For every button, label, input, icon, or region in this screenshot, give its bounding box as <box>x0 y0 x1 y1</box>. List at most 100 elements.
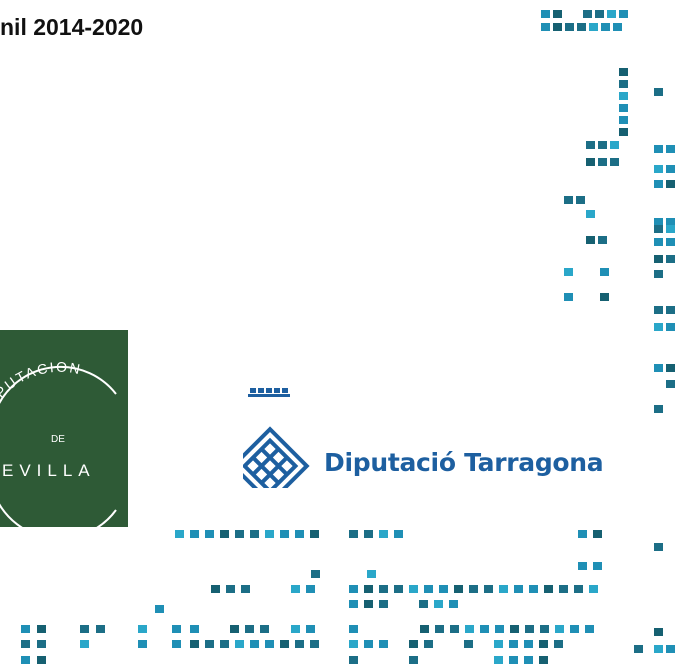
pixel-square <box>574 585 583 593</box>
pixel-square <box>241 585 250 593</box>
pixel-square <box>220 640 229 648</box>
pixel-square <box>654 180 663 188</box>
pixel-square <box>666 218 675 226</box>
pixel-square <box>654 225 663 233</box>
pixel-square <box>553 23 562 31</box>
pixel-square <box>583 10 592 18</box>
pixel-square <box>540 625 549 633</box>
sevilla-emblem: PUTACION DE EVILLA <box>0 359 117 527</box>
pixel-square <box>654 628 663 636</box>
pixel-square <box>230 625 239 633</box>
pixel-square <box>654 145 663 153</box>
pixel-square <box>654 88 663 96</box>
pixel-square <box>454 585 463 593</box>
pixel-square <box>226 585 235 593</box>
pixel-square <box>465 625 474 633</box>
pixel-square <box>280 640 289 648</box>
pixel-square <box>80 625 89 633</box>
pixel-square <box>524 640 533 648</box>
pixel-square <box>21 656 30 664</box>
pixel-square <box>559 585 568 593</box>
pixel-square <box>589 23 598 31</box>
pixel-square <box>666 645 675 653</box>
pixel-square <box>138 625 147 633</box>
pixel-square <box>434 600 443 608</box>
pixel-square <box>666 145 675 153</box>
pixel-square <box>610 158 619 166</box>
pixel-square <box>654 238 663 246</box>
tarragona-emblem-icon <box>230 388 323 506</box>
pixel-square <box>190 530 199 538</box>
pixel-square <box>484 585 493 593</box>
pixel-square <box>541 10 550 18</box>
pixel-square <box>553 10 562 18</box>
pixel-square <box>666 180 675 188</box>
pixel-square <box>469 585 478 593</box>
pixel-square <box>578 530 587 538</box>
pixel-square <box>610 141 619 149</box>
pixel-square <box>21 625 30 633</box>
pixel-square <box>349 600 358 608</box>
pixel-square <box>539 656 548 664</box>
pixel-square <box>607 10 616 18</box>
pixel-square <box>586 236 595 244</box>
pixel-square <box>510 625 519 633</box>
pixel-square <box>666 364 675 372</box>
pixel-square <box>666 165 675 173</box>
pixel-square <box>524 656 533 664</box>
pixel-square <box>586 158 595 166</box>
pixel-square <box>155 605 164 613</box>
pixel-square <box>364 600 373 608</box>
tarragona-wordmark: Diputació Tarragona <box>324 448 604 477</box>
pixel-square <box>260 625 269 633</box>
pixel-square <box>424 640 433 648</box>
pixel-square <box>619 128 628 136</box>
sevilla-city-text: EVILLA <box>2 461 96 480</box>
pixel-square <box>598 236 607 244</box>
pixel-square <box>654 165 663 173</box>
pixel-square <box>529 585 538 593</box>
pixel-square <box>525 625 534 633</box>
pixel-square <box>311 570 320 578</box>
pixel-square <box>394 530 403 538</box>
pixel-square <box>619 116 628 124</box>
pixel-square <box>666 323 675 331</box>
pixel-square <box>494 640 503 648</box>
pixel-square <box>211 585 220 593</box>
pixel-square <box>494 656 503 664</box>
pixel-square <box>190 625 199 633</box>
pixel-square <box>619 104 628 112</box>
pixel-square <box>666 380 675 388</box>
pixel-square <box>306 625 315 633</box>
pixel-square <box>379 600 388 608</box>
pixel-square <box>205 640 214 648</box>
pixel-square <box>379 530 388 538</box>
pixel-square <box>349 530 358 538</box>
pixel-square <box>310 640 319 648</box>
pixel-square <box>235 640 244 648</box>
pixel-square <box>250 530 259 538</box>
pixel-square <box>190 640 199 648</box>
pixel-square <box>349 640 358 648</box>
pixel-square <box>654 543 663 551</box>
pixel-square <box>600 268 609 276</box>
pixel-square <box>394 585 403 593</box>
pixel-square <box>666 306 675 314</box>
pixel-square <box>654 270 663 278</box>
pixel-square <box>138 640 147 648</box>
pixel-square <box>593 530 602 538</box>
pixel-square <box>435 625 444 633</box>
pixel-square <box>420 625 429 633</box>
pixel-square <box>449 600 458 608</box>
pixel-square <box>666 225 675 233</box>
pixel-square <box>654 306 663 314</box>
pixel-square <box>564 196 573 204</box>
pixel-square <box>595 10 604 18</box>
pixel-square <box>613 23 622 31</box>
diputacion-sevilla-logo: PUTACION DE EVILLA <box>0 330 128 527</box>
sevilla-de-text: DE <box>51 434 65 445</box>
pixel-square <box>554 640 563 648</box>
pixel-square <box>578 562 587 570</box>
pixel-square <box>654 255 663 263</box>
pixel-square <box>589 585 598 593</box>
